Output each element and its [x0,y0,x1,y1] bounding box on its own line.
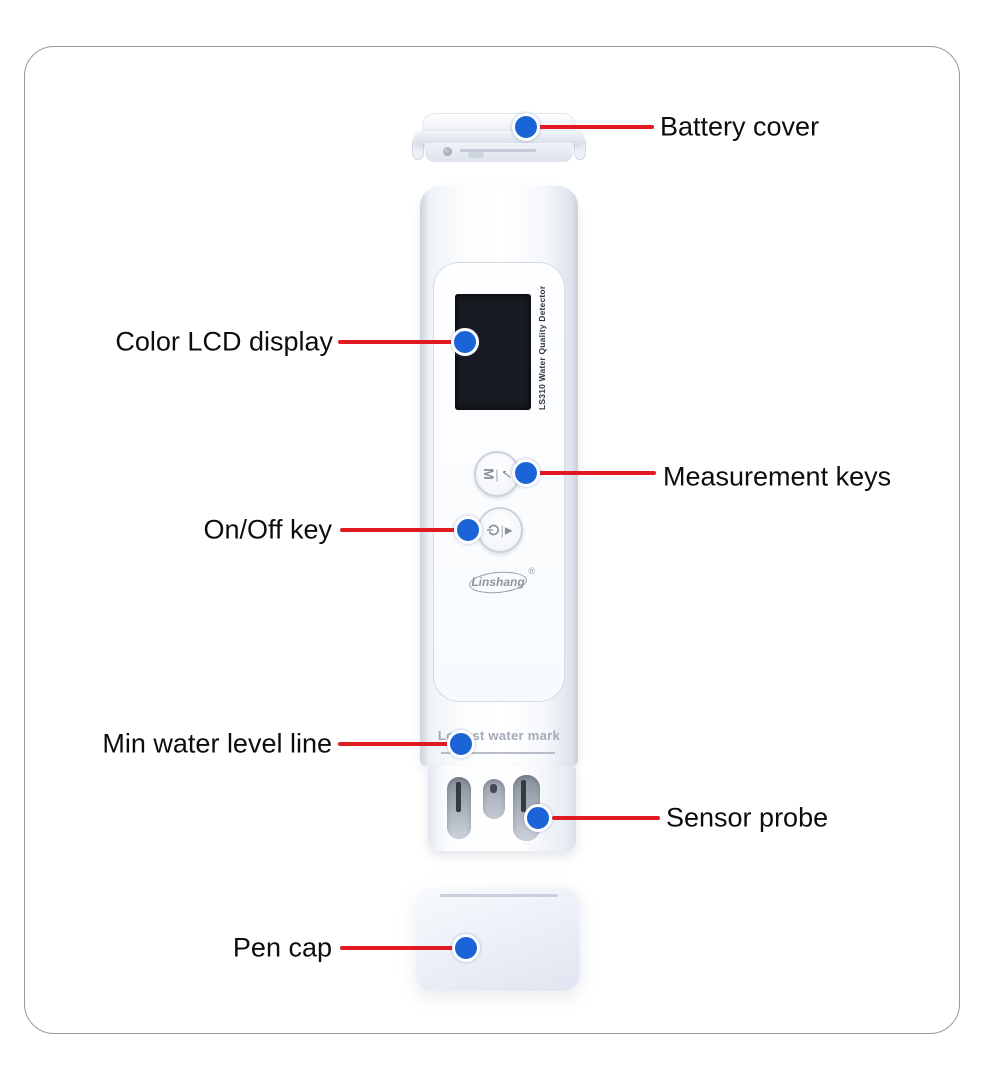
battery-cover-latch [468,152,484,158]
callout-label-lcd-display: Color LCD display [115,326,333,357]
pen-cap-graphic [414,884,581,991]
electrode-nub-middle [490,784,497,793]
callout-line-battery-cover [536,125,654,129]
callout-dot-sensor-probe [524,804,552,832]
electrode-pin-left [456,782,461,812]
callout-dot-pen-cap [452,934,480,962]
callout-dot-battery-cover [512,113,540,141]
callout-label-battery-cover: Battery cover [660,111,820,142]
callout-label-sensor-probe: Sensor probe [666,802,829,833]
callout-dot-lcd-display [451,328,479,356]
pen-cap-opening [440,894,558,897]
callout-line-sensor-probe [552,816,660,820]
mode-key-glyph: M [480,468,497,480]
callout-label-pen-cap: Pen cap [232,932,332,963]
brand-name: Linshang [471,575,525,589]
battery-cover-underside [425,143,573,162]
callout-line-lcd-display [338,340,454,344]
diagram-border-frame [24,46,960,1034]
callout-line-min-water-level [338,742,450,746]
callout-line-measurement-keys [538,471,656,475]
play-icon: ▶ [504,525,513,536]
callout-dot-onoff-key [454,516,482,544]
battery-cover-flange [414,131,584,145]
key-divider: | [495,466,499,482]
lowest-water-mark-text: Lowest water mark [437,728,561,743]
power-key-button: |▶ [477,507,523,553]
callout-line-pen-cap [340,946,454,950]
power-icon [487,524,500,536]
key-divider: | [500,522,504,538]
callout-line-onoff-key [340,528,456,532]
probe-slot-middle [483,779,505,819]
linshang-logo: Linshang ® [468,566,535,596]
callout-dot-measurement-keys [512,459,540,487]
registered-trademark-icon: ® [528,566,535,576]
battery-cover-screw [443,147,452,156]
callout-label-measurement-keys: Measurement keys [663,461,892,492]
callout-label-min-water-level: Min water level line [102,728,332,759]
model-side-label: LS310 Water Quality Detector [537,285,547,410]
electrode-pin-right [521,780,526,812]
lowest-water-mark-line [441,752,555,754]
callout-label-onoff-key: On/Off key [203,514,332,545]
callout-dot-min-water-level [447,730,475,758]
battery-cover-slot [460,149,536,152]
